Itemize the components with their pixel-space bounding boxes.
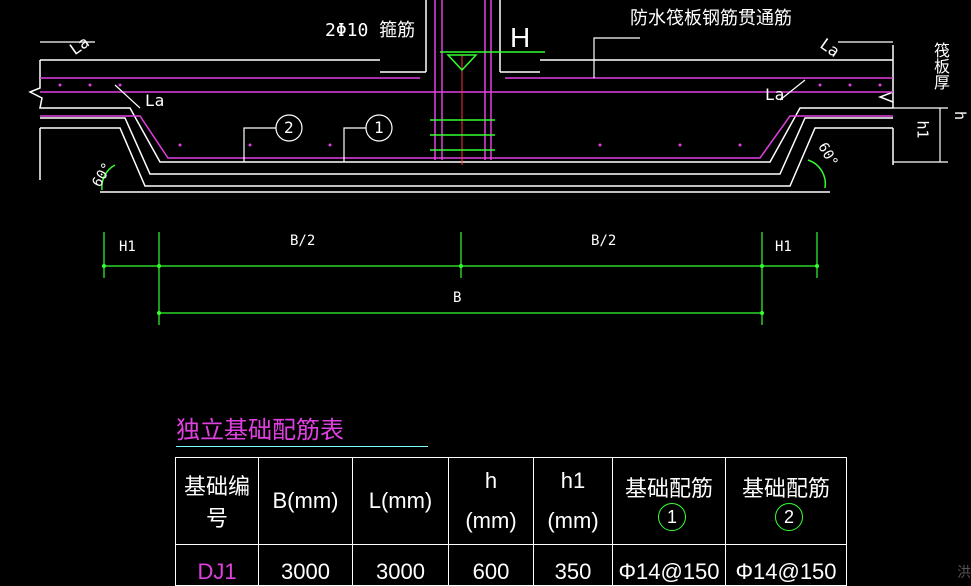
dim-B-half-right: B/2: [591, 233, 617, 249]
bar-tag-2: 2: [284, 118, 294, 137]
cell-h: 600: [448, 544, 534, 586]
bar-tag-2-circle: [275, 114, 303, 142]
header-h1-label: h1: [560, 468, 586, 493]
cell-rebar1: Φ14@150: [612, 544, 726, 586]
header-code: 基础编号: [175, 457, 259, 545]
rebar-table: 基础编号 B(mm) L(mm) h (mm) h1 (mm) 基础配筋1 基础…: [175, 457, 847, 586]
header-rebar1-label: 基础配筋: [624, 475, 713, 501]
dimension-lines: [103, 232, 818, 325]
raft-thickness-note: 筏板厚: [931, 42, 950, 90]
rebar-lines: [40, 0, 893, 160]
header-h1: h1 (mm): [533, 457, 613, 545]
dim-H1-left: H1: [119, 239, 136, 255]
dimension-ticks: [102, 264, 819, 315]
rebar-dots: [58, 83, 882, 147]
leader-lines: [40, 37, 948, 163]
bottom-rebar: [40, 115, 893, 159]
header-h-unit: (mm): [465, 508, 517, 533]
table-row: DJ1 3000 3000 600 350 Φ14@150 Φ14@150: [175, 544, 847, 586]
table-header-row: 基础编号 B(mm) L(mm) h (mm) h1 (mm) 基础配筋1 基础…: [175, 457, 847, 545]
cell-L: 3000: [352, 544, 449, 586]
header-h-label: h: [484, 468, 498, 493]
header-rebar2-label: 基础配筋: [741, 475, 830, 501]
dim-H1-right: H1: [775, 239, 792, 255]
stirrup-note: 2Φ10 箍筋: [325, 20, 416, 41]
header-h1-unit: (mm): [547, 508, 599, 533]
dim-B-total: B: [453, 290, 462, 306]
cell-h1: 350: [533, 544, 613, 586]
h-label: h: [951, 110, 970, 121]
watermark: 洪: [957, 565, 971, 581]
header-rebar2: 基础配筋2: [725, 457, 847, 545]
table-title: 独立基础配筋表: [176, 416, 344, 444]
header-h: h (mm): [448, 457, 534, 545]
La-label-right: La: [765, 85, 785, 104]
outline-lower2: [40, 127, 893, 187]
header-rebar1: 基础配筋1: [612, 457, 726, 545]
concrete-outline: [28, 0, 894, 193]
header-L: L(mm): [352, 457, 449, 545]
outline-lower: [40, 117, 893, 175]
green-leaders: [101, 51, 827, 191]
La-label-left: La: [145, 91, 165, 110]
cell-B: 3000: [258, 544, 353, 586]
header-rebar1-tag: 1: [658, 503, 686, 532]
header-rebar2-tag: 2: [775, 503, 803, 532]
header-B: B(mm): [258, 457, 353, 545]
bar-tag-1-circle: [365, 114, 393, 142]
outline-left-top: [28, 60, 893, 163]
waterproof-note: 防水筏板钢筋贯通筋: [630, 8, 792, 29]
column-label-H: H: [510, 22, 531, 53]
cell-code: DJ1: [175, 544, 259, 586]
cell-rebar2: Φ14@150: [725, 544, 847, 586]
bar-tag-1: 1: [374, 118, 384, 137]
h1-label: h1: [913, 120, 932, 139]
dim-B-half-left: B/2: [290, 233, 316, 249]
title-underline: [176, 446, 428, 447]
